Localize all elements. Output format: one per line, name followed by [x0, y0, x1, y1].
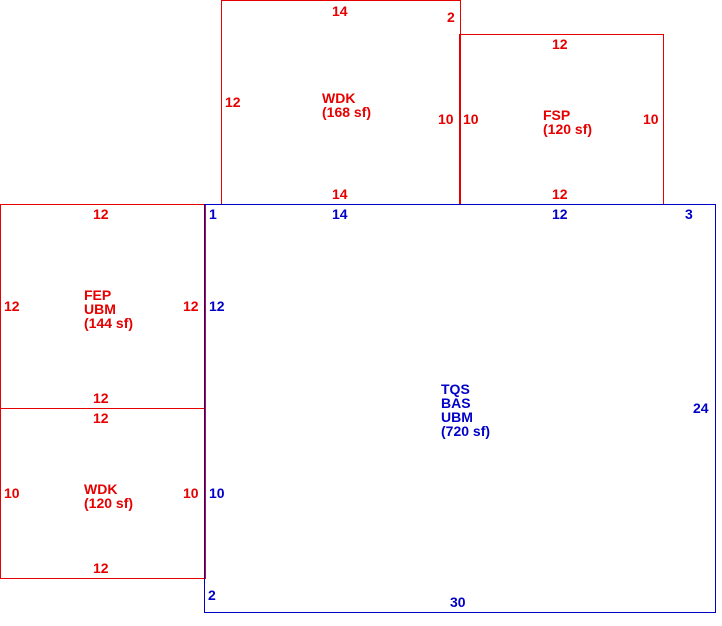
main-dim-left-upper: 12	[209, 298, 225, 314]
fsp-dim-bottom: 12	[552, 186, 568, 202]
fep-area: (144 sf)	[84, 315, 134, 331]
main-code-1: TQS	[441, 381, 470, 397]
main-dim-left-lower: 10	[209, 485, 225, 501]
main-dim-bottom: 30	[450, 594, 466, 610]
wdk-bottom-dim-bottom: 12	[93, 560, 109, 576]
wdk-top-label: WDK (168 sf)	[322, 91, 371, 119]
main-corner-bottom-left: 2	[208, 587, 216, 603]
wdk-top-dim-right: 10	[438, 111, 454, 127]
main-dim-top-left: 14	[332, 206, 348, 222]
main-dim-right: 24	[693, 400, 709, 416]
fep-code: FEP	[84, 287, 112, 303]
fep-code-2: UBM	[84, 301, 116, 317]
wdk-top-dim-bottom: 14	[332, 186, 348, 202]
wdk-top-corner-marker: 2	[447, 9, 455, 25]
fep-dim-left: 12	[4, 298, 20, 314]
fep-dim-right: 12	[183, 298, 199, 314]
wdk-top-dim-top: 14	[332, 3, 348, 19]
main-dim-top-right: 12	[552, 206, 568, 222]
fep-label: FEP UBM (144 sf)	[84, 288, 133, 330]
main-label: TQS BAS UBM (720 sf)	[441, 382, 490, 438]
fsp-dim-left: 10	[463, 111, 479, 127]
wdk-bottom-dim-left: 10	[4, 485, 20, 501]
fsp-area: (120 sf)	[543, 121, 593, 137]
main-code-2: BAS	[441, 395, 471, 411]
main-code-3: UBM	[441, 409, 473, 425]
fsp-dim-right: 10	[643, 111, 659, 127]
wdk-top-dim-left: 12	[225, 94, 241, 110]
wdk-bottom-area: (120 sf)	[84, 495, 134, 511]
main-house-outline	[204, 204, 716, 613]
wdk-bottom-dim-top: 12	[93, 410, 109, 426]
fsp-code: FSP	[543, 107, 571, 123]
wdk-top-area: (168 sf)	[322, 104, 372, 120]
wdk-bottom-label: WDK (120 sf)	[84, 482, 133, 510]
main-area: (720 sf)	[441, 423, 491, 439]
fep-dim-bottom: 12	[93, 390, 109, 406]
main-corner-top-right: 3	[685, 206, 693, 222]
wdk-bottom-outline	[0, 408, 206, 579]
wdk-bottom-dim-right: 10	[183, 485, 199, 501]
main-corner-top-left: 1	[209, 206, 217, 222]
fep-dim-top: 12	[93, 206, 109, 222]
wdk-top-code: WDK	[322, 90, 356, 106]
wdk-bottom-code: WDK	[84, 481, 118, 497]
fsp-label: FSP (120 sf)	[543, 108, 592, 136]
fsp-dim-top: 12	[552, 36, 568, 52]
